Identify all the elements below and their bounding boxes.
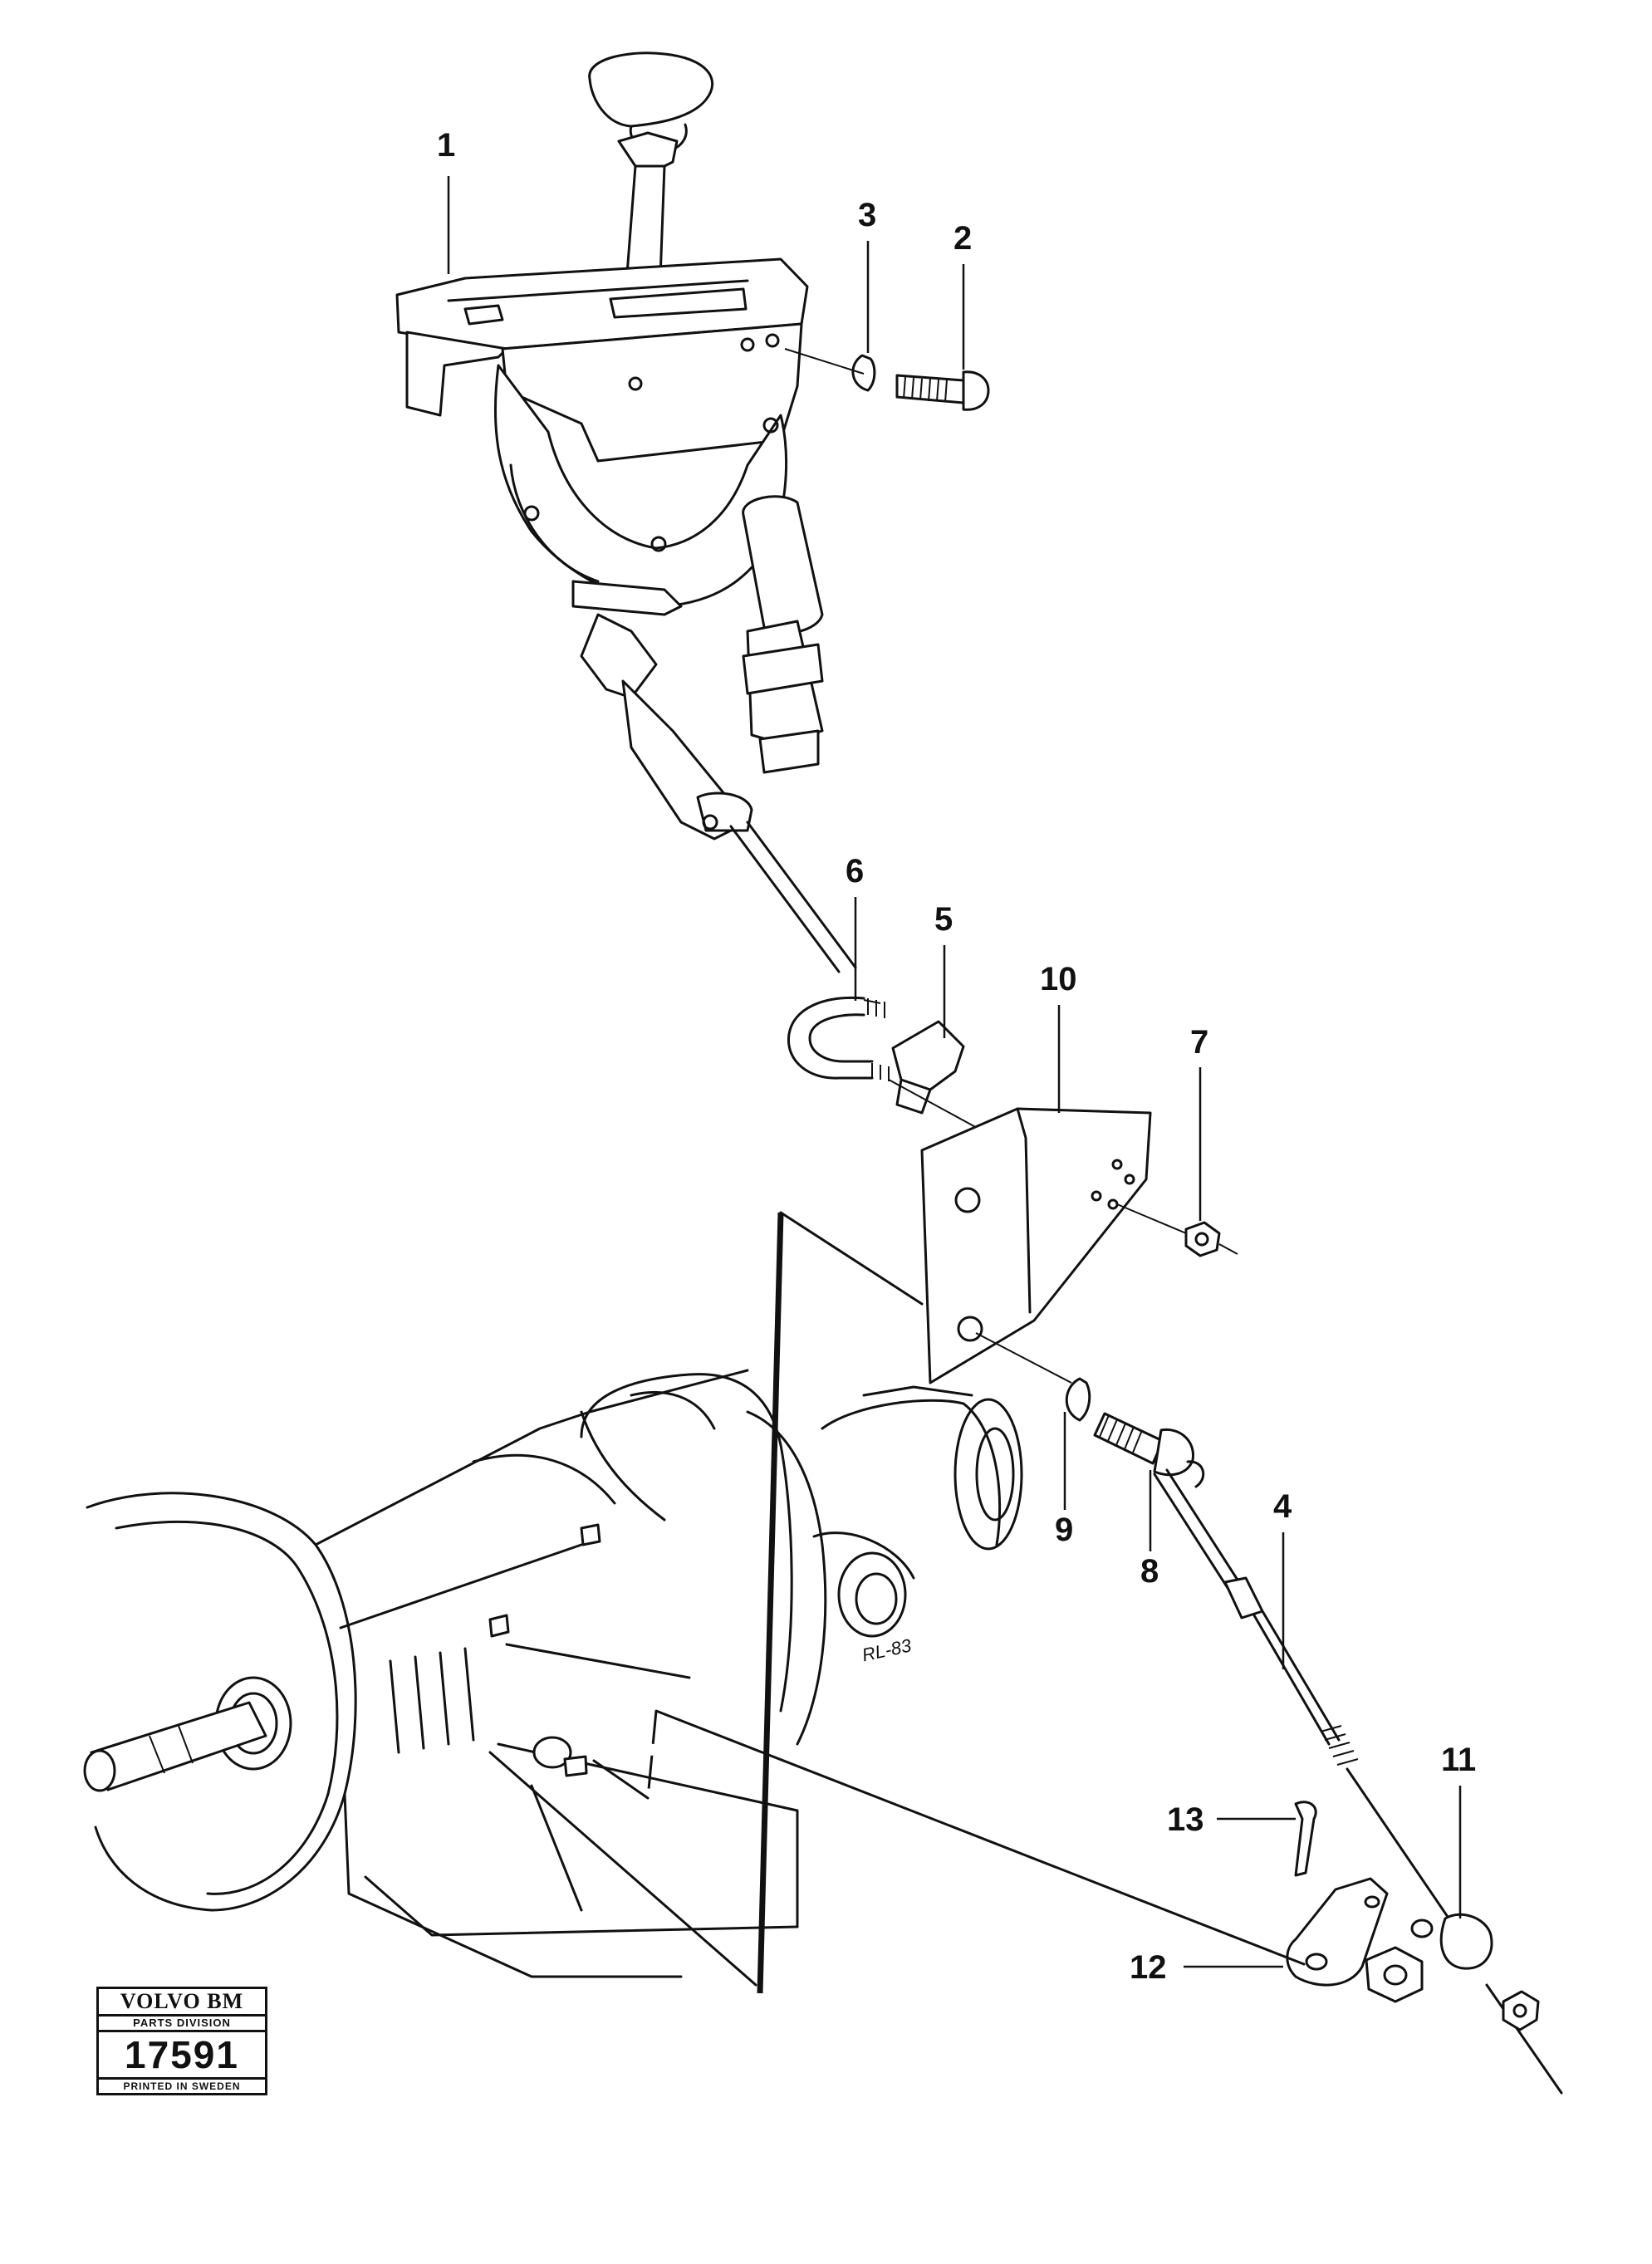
stamp-division: PARTS DIVISION bbox=[99, 2017, 265, 2032]
clamp-5 bbox=[891, 1020, 965, 1115]
cable-4 bbox=[1153, 1468, 1563, 2095]
callout-6: 6 bbox=[846, 853, 864, 889]
washer-9 bbox=[1065, 1377, 1091, 1422]
ball-joint-11 bbox=[1410, 1913, 1493, 1970]
casting-mark: RL-83 bbox=[860, 1634, 914, 1665]
gear-selector-assembly bbox=[395, 51, 857, 973]
callout-3: 3 bbox=[858, 197, 876, 233]
bolt-8 bbox=[1093, 1412, 1205, 1488]
nut-lever bbox=[1365, 1946, 1424, 2003]
callout-13: 13 bbox=[1167, 1801, 1204, 1838]
callout-leaders bbox=[447, 176, 1462, 1968]
callout-11: 11 bbox=[1441, 1742, 1476, 1778]
stamp-printed: PRINTED IN SWEDEN bbox=[123, 2080, 241, 2092]
nut-cable-end bbox=[1502, 1990, 1540, 2031]
callout-12: 12 bbox=[1130, 1949, 1167, 1986]
lever-12 bbox=[1286, 1877, 1389, 1987]
callout-5: 5 bbox=[934, 901, 953, 938]
u-bolt-6 bbox=[787, 996, 890, 1081]
callout-10: 10 bbox=[1040, 961, 1077, 997]
callout-9: 9 bbox=[1055, 1512, 1073, 1548]
transmission-housing: RL-83 bbox=[83, 1369, 1023, 1978]
nut-7 bbox=[1184, 1221, 1238, 1257]
callout-7: 7 bbox=[1190, 1024, 1208, 1061]
volvo-bm-stamp: VOLVO BM PARTS DIVISION 17591 PRINTED IN… bbox=[96, 1987, 267, 2095]
callout-4: 4 bbox=[1273, 1488, 1292, 1525]
callout-2: 2 bbox=[953, 220, 972, 257]
callout-1: 1 bbox=[437, 127, 455, 164]
bracket-10 bbox=[920, 1107, 1152, 1384]
stamp-brand: VOLVO BM bbox=[99, 1989, 265, 2017]
bolt-2 bbox=[895, 370, 990, 411]
stamp-number: 17591 bbox=[99, 2032, 265, 2080]
cotter-pin-13 bbox=[1294, 1801, 1317, 1877]
section-line bbox=[757, 1212, 784, 1994]
callout-8: 8 bbox=[1140, 1553, 1159, 1590]
